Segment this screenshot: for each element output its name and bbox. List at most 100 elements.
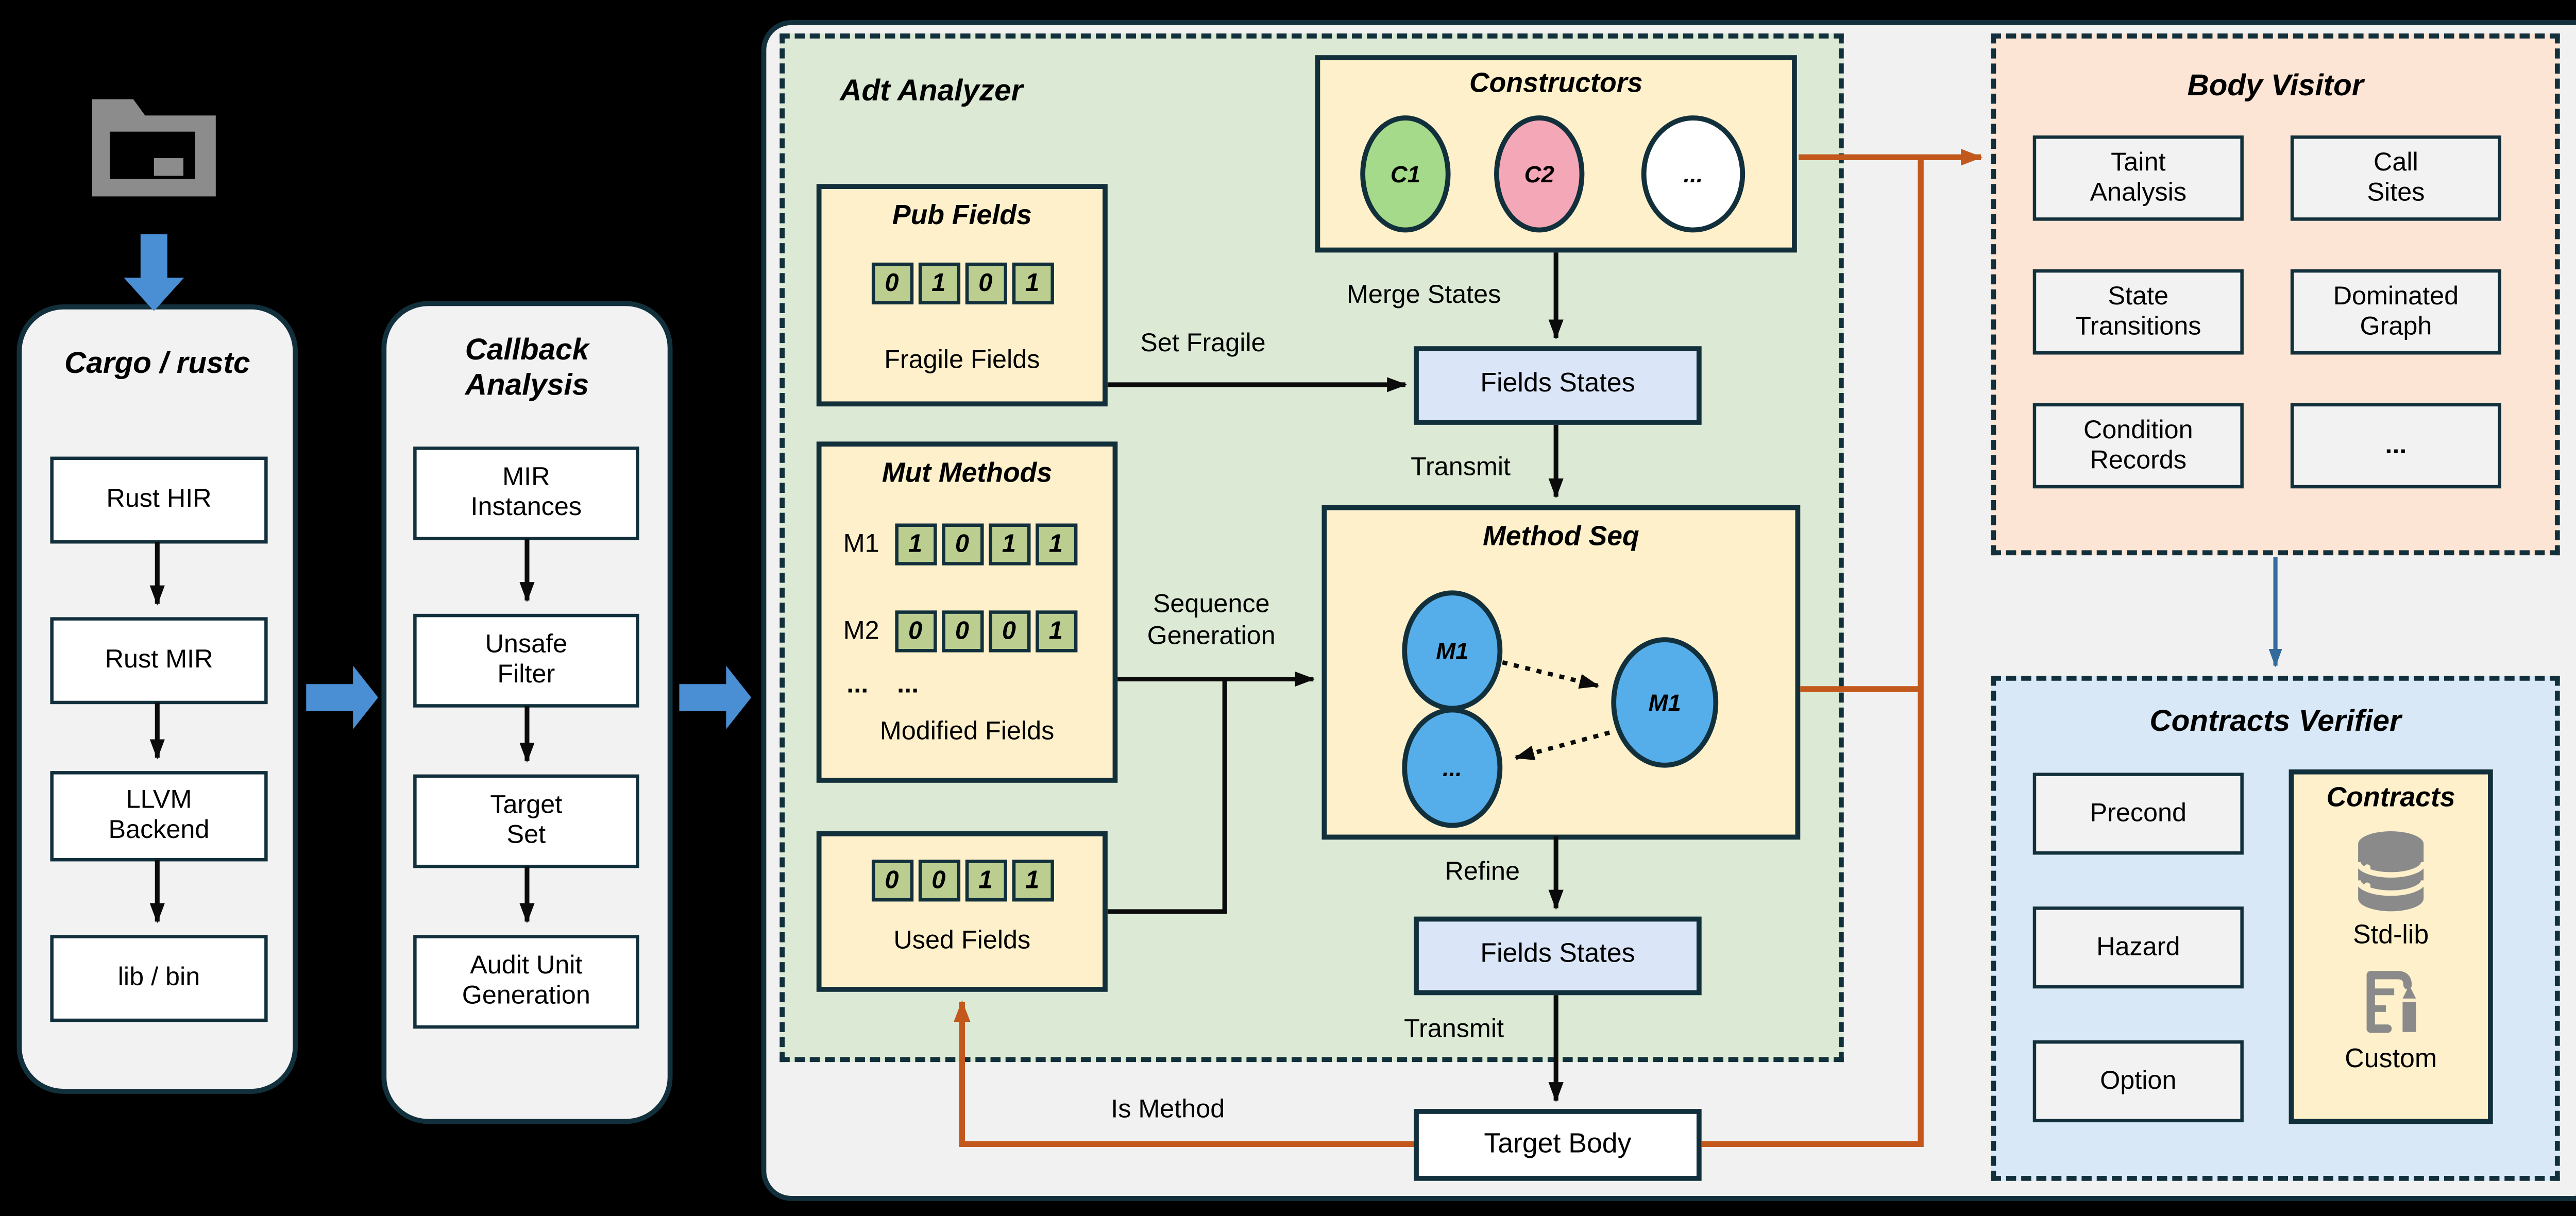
- stage-label: lib / bin: [117, 963, 200, 992]
- pub-fields-title: Pub Fields: [892, 200, 1032, 231]
- cv-check-precond: Precond: [2032, 773, 2244, 855]
- stage-label: Audit Unit Generation: [462, 952, 590, 1011]
- bv-cell-condition-records: Condition Records: [2032, 403, 2244, 489]
- callback-analysis-container: Callback Analysis MIR Instances Unsafe F…: [381, 301, 673, 1124]
- bit-cell: 1: [1035, 523, 1077, 566]
- std-lib-label: Std-lib: [2353, 921, 2429, 950]
- contracts-title: Contracts: [2326, 782, 2455, 813]
- cv-check-option: Option: [2032, 1040, 2244, 1123]
- bit-cell: 1: [1011, 860, 1054, 902]
- bit-cell: 1: [894, 523, 937, 566]
- bit-cell: 1: [988, 523, 1030, 566]
- bit-cell: 0: [894, 610, 937, 653]
- mut-method-row-m2: M2 0 0 0 1: [843, 610, 1077, 653]
- callback-analysis-title: Callback Analysis: [386, 333, 668, 402]
- fields-states-label: Fields States: [1480, 940, 1635, 969]
- bit-cell: 0: [871, 860, 913, 902]
- bv-cell-call-sites: Call Sites: [2290, 135, 2502, 221]
- method-seq-title: Method Seq: [1483, 522, 1639, 552]
- bit-cell: 1: [918, 262, 960, 305]
- method-label: M1: [843, 529, 879, 558]
- stage-llvm-backend: LLVM Backend: [50, 771, 268, 862]
- bit-cell: 0: [941, 610, 984, 653]
- block-arrow-right-2-icon: [679, 665, 752, 729]
- stage-label: Rust HIR: [106, 485, 212, 514]
- cell-label: Taint Analysis: [2090, 148, 2187, 207]
- stage-label: LLVM Backend: [108, 786, 210, 845]
- contracts-verifier-region: Contracts Verifier Precond Hazard Option…: [1991, 675, 2560, 1181]
- stage-label: MIR Instances: [470, 464, 582, 522]
- contracts-box: Contracts Std-lib Custom: [2289, 769, 2493, 1124]
- method-bitmap: 0 0 0 1: [894, 610, 1077, 653]
- stage-label: Rust MIR: [105, 645, 213, 675]
- edge-is-method: [954, 1000, 1414, 1147]
- cell-label: State Transitions: [2075, 282, 2201, 340]
- target-body-label: Target Body: [1484, 1129, 1632, 1159]
- bv-cell-dominated-graph: Dominated Graph: [2290, 269, 2502, 355]
- cell-label: Dominated Graph: [2333, 282, 2459, 340]
- mut-methods-caption: Modified Fields: [879, 717, 1055, 746]
- bit-cell: 0: [871, 262, 913, 305]
- database-icon: [2355, 831, 2427, 912]
- edge-label-sequence-generation: Sequence Generation: [1147, 590, 1276, 652]
- target-body-box: Target Body: [1414, 1109, 1702, 1181]
- edge-label-set-fragile: Set Fragile: [1140, 329, 1266, 358]
- constructor-node-more: ...: [1641, 115, 1745, 233]
- check-label: Precond: [2090, 798, 2187, 828]
- method-seq-box: Method Seq M1 M1 ...: [1321, 505, 1801, 840]
- bit-cell: 1: [964, 860, 1007, 902]
- check-label: Hazard: [2096, 932, 2180, 961]
- constructors-box: Constructors C1 C2 ...: [1315, 55, 1797, 253]
- mut-methods-box: Mut Methods M1 1 0 1 1 M2 0 0 0 1 ... ..…: [816, 441, 1118, 783]
- bit-cell: 1: [1011, 262, 1054, 305]
- check-label: Option: [2100, 1066, 2177, 1095]
- bv-cell-taint-analysis: Taint Analysis: [2032, 135, 2244, 221]
- fields-states-label: Fields States: [1480, 370, 1635, 399]
- cv-check-hazard: Hazard: [2032, 906, 2244, 989]
- cell-label: Call Sites: [2367, 148, 2425, 207]
- block-arrow-down-icon: [124, 234, 184, 312]
- pub-fields-caption: Fragile Fields: [884, 346, 1040, 375]
- contracts-verifier-title: Contracts Verifier: [2149, 704, 2401, 738]
- body-visitor-title: Body Visitor: [2187, 68, 2364, 102]
- edge-label-transmit-top: Transmit: [1411, 453, 1511, 482]
- bit-cell: 1: [1035, 610, 1077, 653]
- cargo-internal-arrows: [149, 538, 535, 923]
- stage-audit-unit-generation: Audit Unit Generation: [413, 935, 639, 1029]
- edge-label-merge-states: Merge States: [1346, 281, 1501, 310]
- folder-icon: [92, 99, 216, 197]
- edge-m1b-to-more: [1514, 730, 1611, 760]
- mut-methods-ellipsis: ... ...: [846, 671, 919, 699]
- bit-cell: 0: [918, 860, 960, 902]
- method-node-m1-b: M1: [1611, 637, 1719, 768]
- pub-fields-bitmap: 0 1 0 1: [822, 262, 1103, 305]
- method-label: M2: [843, 616, 879, 645]
- constructor-node-c2: C2: [1494, 115, 1585, 233]
- edge-label-transmit-bottom: Transmit: [1404, 1015, 1504, 1044]
- bv-cell-state-transitions: State Transitions: [2032, 269, 2244, 355]
- cell-label: Condition Records: [2083, 416, 2193, 474]
- edge-target-body-up: [1701, 157, 1924, 1147]
- body-visitor-region: Body Visitor Taint Analysis Call Sites S…: [1991, 33, 2560, 556]
- mut-methods-title: Mut Methods: [882, 458, 1053, 489]
- constructor-node-c1: C1: [1360, 115, 1451, 233]
- edge-label-is-method: Is Method: [1111, 1095, 1225, 1124]
- stage-label: Target Set: [490, 791, 563, 850]
- bit-cell: 0: [964, 262, 1007, 305]
- fields-states-top: Fields States: [1414, 346, 1702, 425]
- adt-analyzer-title: Adt Analyzer: [840, 73, 1023, 107]
- title-text: Callback Analysis: [465, 333, 589, 401]
- edge-label-refine: Refine: [1445, 858, 1520, 887]
- method-bitmap: 1 0 1 1: [894, 523, 1077, 566]
- pub-fields-box: Pub Fields 0 1 0 1 Fragile Fields: [816, 184, 1108, 407]
- fields-states-bottom: Fields States: [1414, 916, 1702, 996]
- edge-m1a-to-m1b: [1502, 660, 1600, 689]
- custom-label: Custom: [2345, 1045, 2437, 1074]
- constructors-title: Constructors: [1469, 68, 1643, 99]
- stage-label: Unsafe Filter: [485, 630, 568, 689]
- stage-target-set: Target Set: [413, 774, 639, 868]
- used-fields-box: 0 0 1 1 Used Fields: [816, 831, 1108, 992]
- stage-lib-bin: lib / bin: [50, 935, 268, 1022]
